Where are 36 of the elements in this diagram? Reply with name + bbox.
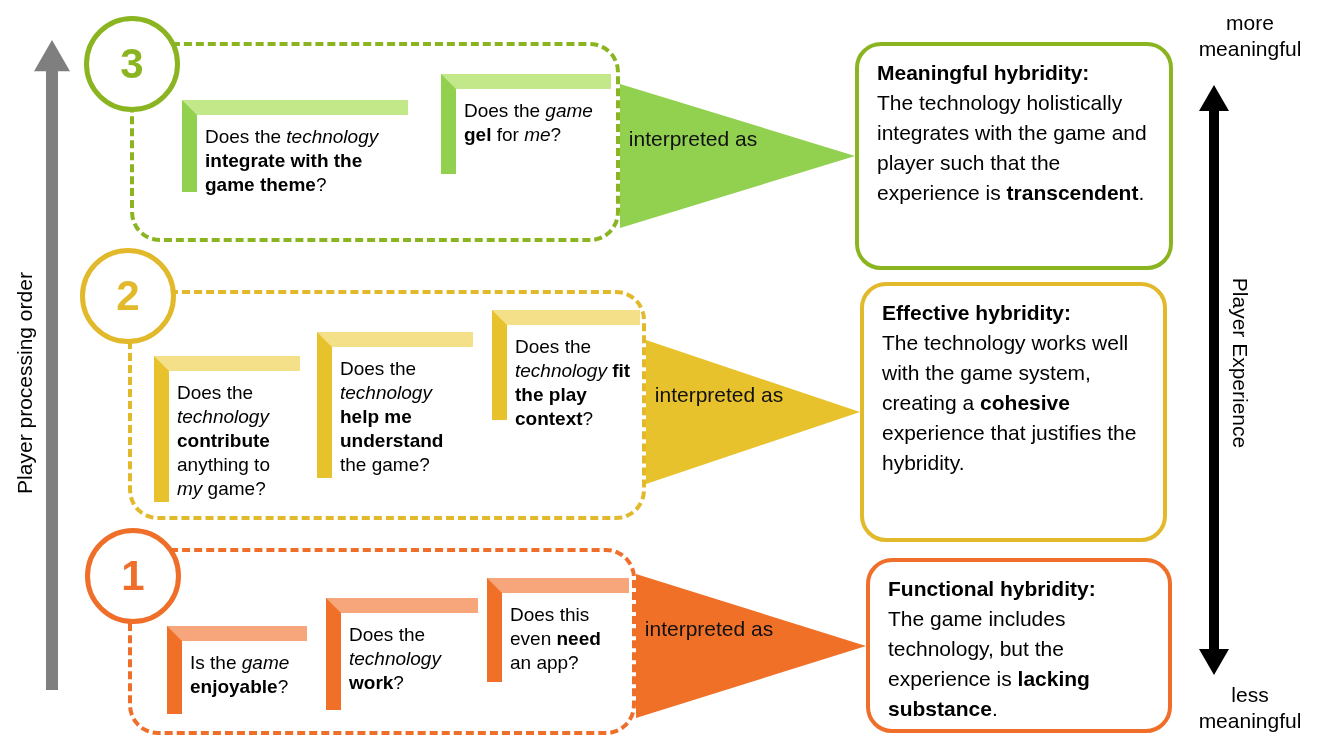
question-text: Does the technology contribute anything to my game? (177, 381, 271, 501)
question-tab (317, 332, 473, 478)
level-number: 2 (116, 272, 140, 320)
axis-label: Player Experience (1228, 276, 1253, 451)
question-tab (326, 598, 478, 710)
arrow (620, 84, 855, 228)
question-text: Does this even need an app? (510, 603, 602, 675)
level-number: 1 (121, 552, 145, 600)
question-text: Is the game enjoyable? (190, 651, 291, 699)
question-tab (154, 356, 300, 502)
question-text: Does the technology integrate with the game theme? (205, 125, 380, 197)
arrow (636, 574, 866, 718)
result-heading: Effective hybridity: (882, 300, 1073, 326)
arrow (646, 340, 860, 484)
result-description: The technology holistically integrates with the game and player such that the experience is transcendent. (877, 90, 1148, 206)
scale-label: more meaningful (1197, 10, 1303, 62)
result-heading: Meaningful hybridity: (877, 60, 1091, 86)
edge-label: interpreted as (644, 616, 774, 642)
axis-label: Player processing order (12, 271, 37, 496)
question-tab (167, 626, 307, 714)
question-text: Does the game gel for me? (464, 99, 594, 147)
question-text: Does the technology work? (349, 623, 443, 695)
question-text: Does the technology help me understand the game? (340, 357, 445, 477)
result-box (860, 282, 1167, 542)
result-description: The technology works well with the game system, creating a cohesive experience that justifies the hybridity. (882, 330, 1138, 476)
scale-label: less meaningful (1197, 682, 1303, 734)
question-tab (441, 74, 611, 174)
question-tab (487, 578, 629, 682)
edge-label: interpreted as (628, 126, 758, 152)
result-box (866, 558, 1172, 733)
result-description: The game includes technology, but the experience is lacking substance. (888, 606, 1091, 722)
result-heading: Functional hybridity: (888, 576, 1097, 602)
level-number: 3 (120, 40, 144, 88)
edge-label: interpreted as (654, 382, 784, 408)
question-text: Does the technology fit the play context? (515, 335, 632, 431)
result-box (855, 42, 1173, 270)
